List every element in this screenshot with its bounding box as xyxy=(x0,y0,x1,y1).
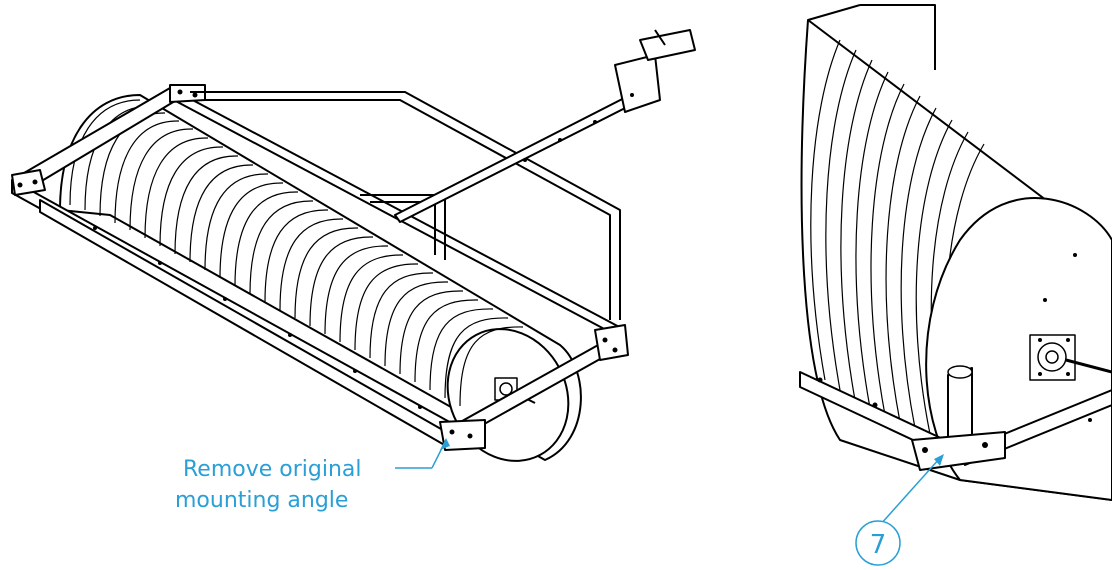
callout-bubble-7: 7 xyxy=(855,520,901,566)
roller-drum xyxy=(59,94,582,462)
callout-pointer-right xyxy=(879,454,944,526)
callout-label-line2: mounting angle xyxy=(175,488,348,513)
callout-pointer-left xyxy=(395,438,450,469)
callout-number: 7 xyxy=(870,530,887,560)
detail-view xyxy=(799,4,1112,526)
callout-label-line1: Remove original xyxy=(183,457,362,482)
roller-assembly-view xyxy=(11,29,696,469)
frame-bolts xyxy=(17,89,634,439)
hitch-frame xyxy=(190,29,696,320)
